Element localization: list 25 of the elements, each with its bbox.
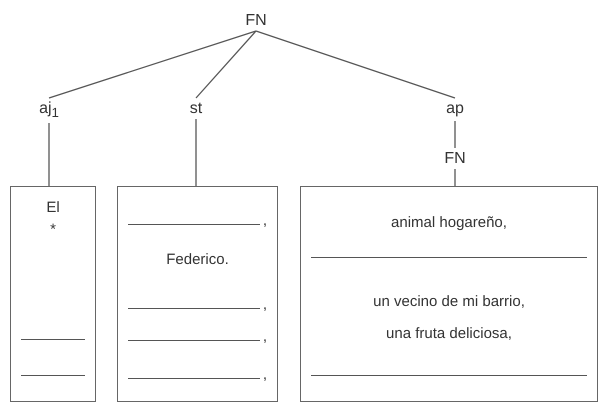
tree-branch — [454, 169, 456, 186]
example-text: * — [49, 221, 57, 239]
category-label: FN — [440, 150, 470, 168]
example-panel — [10, 186, 96, 402]
tree-branch — [48, 30, 256, 99]
punctuation: , — [262, 297, 267, 312]
example-text: una fruta deliciosa, — [385, 325, 513, 343]
tree-branch — [256, 30, 456, 99]
example-text: animal hogareño, — [390, 214, 508, 232]
category-label: FN — [240, 12, 272, 30]
example-panel — [300, 186, 598, 402]
punctuation: , — [262, 213, 267, 228]
category-label: st — [184, 100, 208, 118]
tree-branch — [195, 119, 197, 186]
category-label: aj$_{1}$ — [34, 100, 64, 122]
example-text: Federico. — [165, 251, 230, 269]
example-text: El — [45, 199, 61, 217]
tree-branch — [454, 121, 456, 148]
tree-branch — [48, 123, 50, 186]
punctuation: , — [262, 329, 267, 344]
tree-branch — [196, 30, 256, 98]
punctuation: , — [262, 367, 267, 382]
category-label: ap — [440, 100, 470, 118]
example-text: un vecino de mi barrio, — [372, 293, 526, 311]
example-panel — [117, 186, 278, 402]
